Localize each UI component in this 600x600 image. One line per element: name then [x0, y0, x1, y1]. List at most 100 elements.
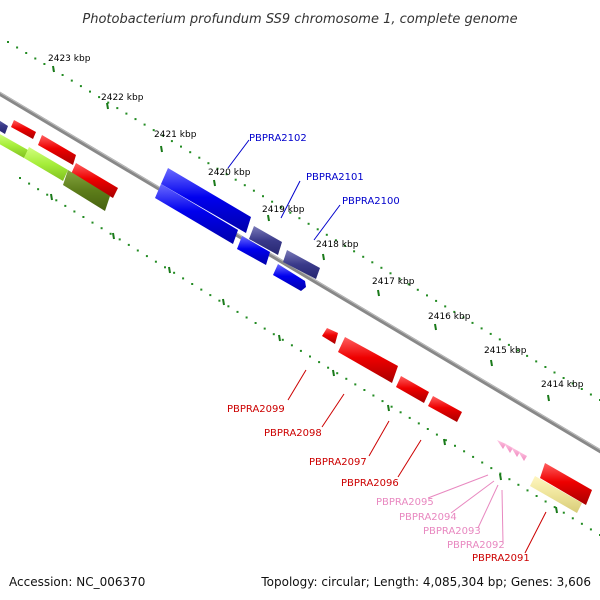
scale-tick — [168, 266, 171, 274]
scale-dot — [562, 377, 565, 379]
reverse-genes — [322, 328, 592, 513]
scale-dot — [145, 255, 148, 258]
scale-dot — [318, 361, 321, 364]
scale-dot — [64, 204, 67, 207]
gene-block[interactable] — [38, 135, 76, 165]
gene-PBPRA2100[interactable] — [249, 226, 282, 255]
scale-dot — [134, 118, 137, 121]
scale-label: 2422 kbp — [101, 93, 144, 103]
scale-dot — [37, 188, 40, 191]
gene-block[interactable] — [273, 264, 306, 291]
gene-label[interactable]: PBPRA2096 — [341, 478, 399, 489]
scale-dot — [254, 322, 257, 324]
scale-dot — [243, 184, 246, 187]
scale-dot — [426, 294, 428, 297]
scale-dot — [298, 217, 301, 220]
scale-dot — [289, 211, 292, 214]
scale-dot — [307, 222, 310, 225]
scale-dot — [209, 294, 212, 297]
gene-PBPRA2102[interactable] — [161, 168, 251, 233]
gene-PBPRA2092[interactable] — [518, 451, 527, 461]
scale-dot — [280, 206, 283, 209]
scale-dot — [526, 489, 529, 492]
scale-dot — [173, 271, 176, 274]
scale-dot — [73, 210, 76, 213]
scale-tick — [490, 359, 493, 367]
scale-labels: 2423 kbp 2422 kbp 2421 kbp 2420 kbp 2419… — [48, 54, 584, 390]
scale-tick — [112, 232, 115, 240]
scale-dot — [399, 411, 402, 414]
scale-dot — [580, 522, 583, 525]
gene-PBPRA2096[interactable] — [428, 396, 462, 422]
gene-label[interactable]: PBPRA2098 — [264, 428, 322, 439]
scale-dot — [345, 377, 348, 380]
scale-dot — [91, 221, 94, 224]
outer-scale-ring — [7, 41, 600, 401]
scale-dot — [152, 129, 155, 132]
scale-dot — [336, 372, 339, 375]
scale-dot — [408, 416, 411, 419]
scale-dot — [353, 250, 356, 253]
scale-dot — [245, 316, 248, 319]
gene-PBPRA2099[interactable] — [322, 328, 338, 344]
gene-PBPRA2091[interactable] — [540, 463, 592, 505]
gene-PBPRA2098[interactable] — [338, 337, 398, 383]
scale-dot — [499, 472, 502, 475]
scale-dot — [125, 112, 128, 115]
gene-PBPRA2095[interactable] — [497, 440, 506, 449]
gene-label[interactable]: PBPRA2102 — [249, 133, 307, 144]
scale-dot — [19, 177, 21, 179]
scale-dot — [98, 96, 101, 99]
gene-label[interactable]: PBPRA2099 — [227, 404, 285, 415]
gene-label[interactable]: PBPRA2100 — [342, 196, 400, 207]
scale-dot — [198, 156, 201, 159]
scale-dot — [363, 389, 366, 391]
gene-block[interactable] — [530, 476, 582, 513]
scale-label: 2423 kbp — [48, 54, 91, 64]
gene-block[interactable] — [283, 250, 320, 279]
gene-block[interactable] — [24, 147, 68, 181]
scale-dot — [272, 333, 275, 336]
gene-block[interactable] — [0, 133, 28, 158]
gene-block[interactable] — [11, 120, 36, 139]
scale-dot — [508, 478, 511, 481]
scale-dot — [143, 123, 146, 126]
scale-dot — [271, 200, 274, 203]
scale-tick — [267, 214, 270, 222]
scale-dot — [236, 310, 239, 313]
scale-dot — [472, 455, 475, 458]
scale-dot — [490, 467, 493, 470]
gene-PBPRA2097[interactable] — [396, 376, 429, 403]
scale-dot — [580, 388, 583, 390]
gene-label[interactable]: PBPRA2101 — [306, 172, 364, 183]
reverse-gene-labels: PBPRA2099 PBPRA2098 PBPRA2097 PBPRA2096 … — [227, 369, 547, 564]
gene-label[interactable]: PBPRA2092 — [447, 540, 505, 551]
scale-dot — [571, 382, 574, 385]
gene-label[interactable]: PBPRA2094 — [399, 512, 457, 523]
scale-tick — [160, 145, 163, 153]
scale-dot — [417, 422, 420, 425]
gene-block[interactable] — [237, 236, 270, 265]
gene-label[interactable]: PBPRA2097 — [309, 457, 367, 468]
scale-dot — [263, 327, 266, 330]
gene-block[interactable] — [71, 163, 118, 198]
scale-dot — [426, 428, 429, 430]
gene-label[interactable]: PBPRA2095 — [376, 497, 434, 508]
scale-dot — [46, 193, 49, 196]
forward-gene-labels: PBPRA2102 PBPRA2101 PBPRA2100 — [227, 133, 400, 241]
gene-PBPRA2101[interactable] — [155, 184, 238, 244]
gene-label[interactable]: PBPRA2093 — [423, 526, 481, 537]
scale-dot — [544, 500, 547, 503]
scale-dot — [252, 189, 255, 192]
gene-label[interactable]: PBPRA2091 — [472, 553, 530, 564]
gene-PBPRA2094[interactable] — [504, 443, 513, 453]
gene-block[interactable] — [63, 170, 110, 211]
scale-tick — [106, 102, 109, 110]
scale-dot — [16, 46, 19, 49]
gene-PBPRA2093[interactable] — [511, 447, 520, 457]
scale-dot — [480, 327, 483, 330]
scale-dot — [380, 266, 383, 269]
scale-tick — [555, 506, 558, 514]
gene-block[interactable] — [0, 117, 8, 134]
